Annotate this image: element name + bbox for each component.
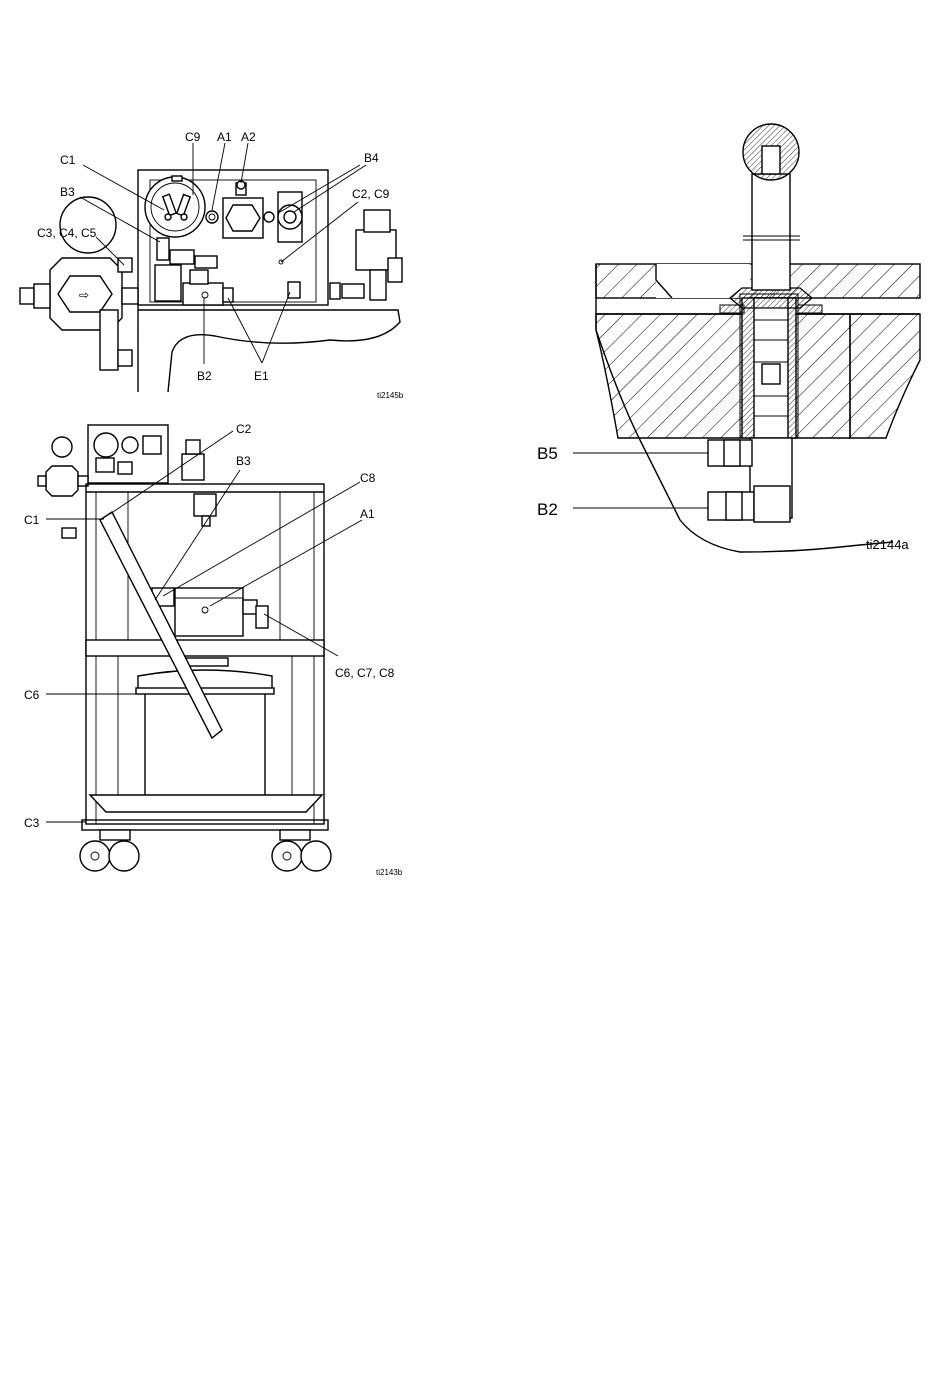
label-section-b5: B5 — [537, 444, 558, 463]
label-cart-c6-c7-c8: C6, C7, C8 — [335, 666, 395, 680]
hex-nut — [226, 205, 260, 231]
label-cart-a1: A1 — [360, 507, 375, 521]
label-cart-c3: C3 — [24, 816, 40, 830]
figure-section: B5 B2 ti2144a — [537, 124, 920, 552]
label-b4: B4 — [364, 151, 379, 165]
label-c1: C1 — [60, 153, 76, 167]
label-a1: A1 — [217, 130, 232, 144]
drip-tray — [90, 795, 322, 812]
figure-ref-ti2144a: ti2144a — [866, 537, 909, 552]
figure-ref-ti2145b: ti2145b — [377, 391, 404, 400]
label-section-b2: B2 — [537, 500, 558, 519]
label-cart-c6: C6 — [24, 688, 40, 702]
label-cart-c8: C8 — [360, 471, 376, 485]
label-c9: C9 — [185, 130, 201, 144]
caster-right — [272, 830, 331, 871]
figure-ref-ti2143b: ti2143b — [376, 868, 403, 877]
block-b2 — [183, 283, 223, 305]
label-b3: B3 — [60, 185, 75, 199]
gauge-dial — [145, 177, 205, 237]
label-e1: E1 — [254, 369, 269, 383]
lower-block — [596, 314, 850, 438]
plunger-shaft — [752, 174, 790, 290]
label-a2: A2 — [241, 130, 256, 144]
cart-shelf — [86, 640, 324, 656]
air-gauge — [60, 197, 116, 253]
pump-block — [175, 588, 243, 636]
figure-top-manifold: ⇨ C9 A1 A2 B4 C1 B3 C2, C9 C3, C4, C5 B2… — [20, 130, 404, 400]
arrow-glyph: ⇨ — [79, 288, 89, 302]
label-c3-c4-c5: C3, C4, C5 — [37, 226, 97, 240]
cart-gauge — [52, 437, 72, 457]
label-cart-c2: C2 — [236, 422, 252, 436]
caster-left — [80, 830, 139, 871]
figure-cart: C2 B3 C1 C8 A1 C6, C7, C8 C6 C3 ti2143b — [24, 422, 403, 877]
label-cart-c1: C1 — [24, 513, 40, 527]
cart-top-surface — [138, 305, 400, 392]
label-cart-b3: B3 — [236, 454, 251, 468]
label-c2-c9: C2, C9 — [352, 187, 390, 201]
label-b2: B2 — [197, 369, 212, 383]
